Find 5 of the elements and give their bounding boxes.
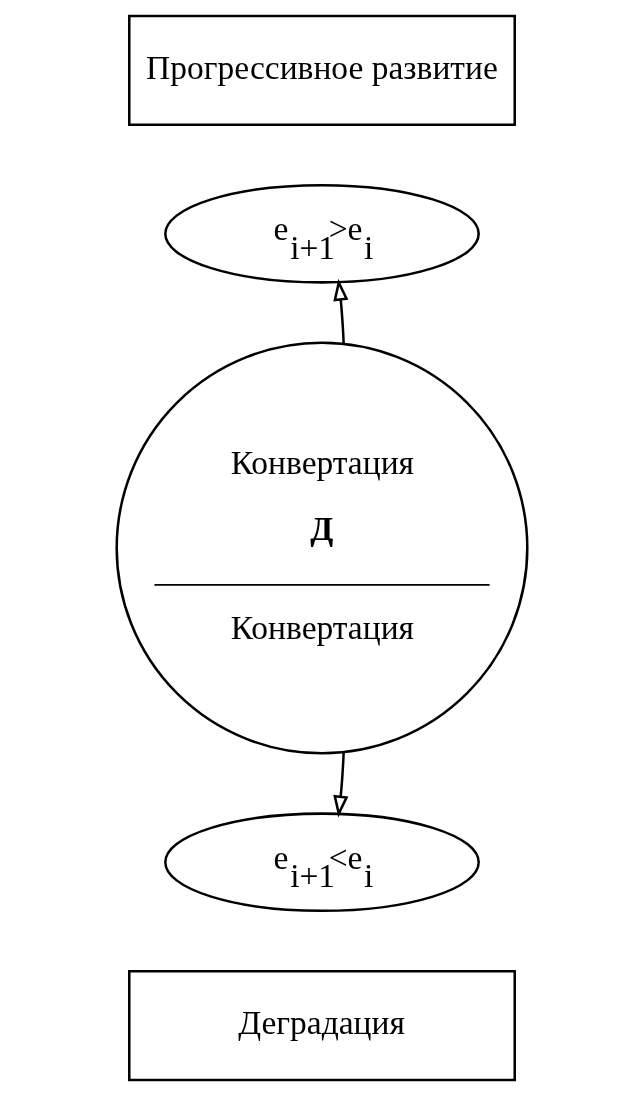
node-circle: Конвертация Д Конвертация — [115, 341, 529, 755]
arrow — [333, 278, 349, 344]
node-box: Деградация — [128, 969, 516, 1082]
node-box: Прогрессивное развитие — [128, 14, 516, 127]
arrow — [333, 752, 349, 818]
